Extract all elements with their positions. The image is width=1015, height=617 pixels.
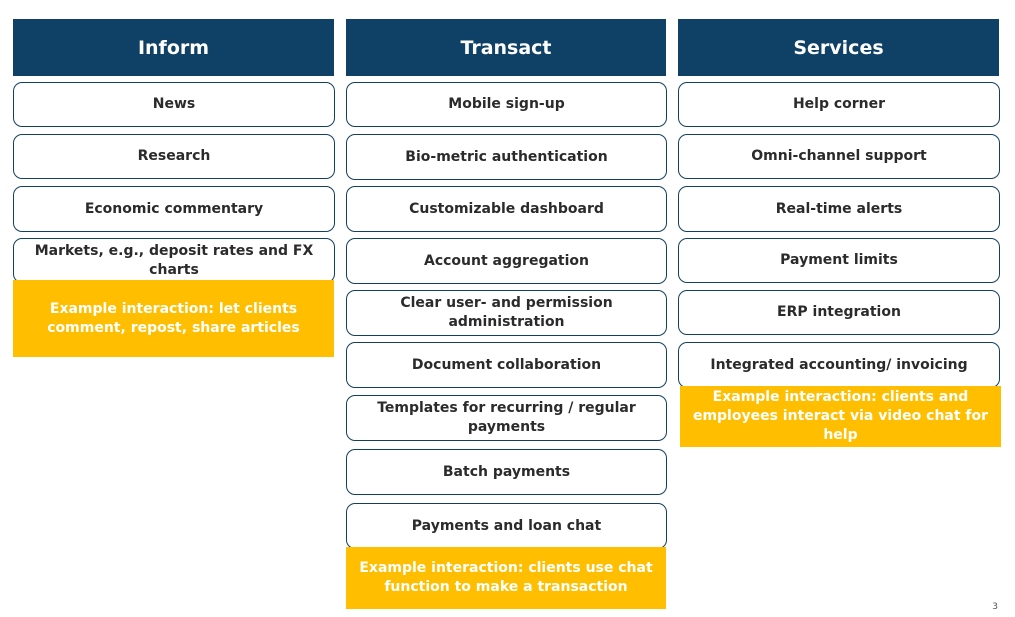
item-payments-loan-chat: Payments and loan chat — [346, 503, 667, 549]
item-account-aggregation: Account aggregation — [346, 238, 667, 284]
item-markets: Markets, e.g., deposit rates and FX char… — [13, 238, 335, 283]
column-header-inform: Inform — [13, 19, 334, 76]
item-omni-channel-support: Omni-channel support — [678, 134, 1000, 179]
column-header-transact: Transact — [346, 19, 666, 76]
column-header-services: Services — [678, 19, 999, 76]
item-payment-limits: Payment limits — [678, 238, 1000, 283]
item-customizable-dashboard: Customizable dashboard — [346, 186, 667, 232]
item-payment-templates: Templates for recurring / regular paymen… — [346, 395, 667, 441]
item-mobile-sign-up: Mobile sign-up — [346, 82, 667, 127]
example-interaction-inform: Example interaction: let clients comment… — [13, 280, 334, 357]
item-erp-integration: ERP integration — [678, 290, 1000, 335]
page-number: 3 — [992, 602, 998, 612]
item-batch-payments: Batch payments — [346, 449, 667, 495]
item-help-corner: Help corner — [678, 82, 1000, 127]
item-economic-commentary: Economic commentary — [13, 186, 335, 232]
item-news: News — [13, 82, 335, 127]
item-integrated-accounting: Integrated accounting/ invoicing — [678, 342, 1000, 388]
example-interaction-transact: Example interaction: clients use chat fu… — [346, 547, 666, 609]
item-research: Research — [13, 134, 335, 179]
item-real-time-alerts: Real-time alerts — [678, 186, 1000, 232]
item-biometric-authentication: Bio-metric authentication — [346, 134, 667, 180]
example-interaction-services: Example interaction: clients and employe… — [680, 386, 1001, 447]
item-user-permission-administration: Clear user- and permission administratio… — [346, 290, 667, 336]
item-document-collaboration: Document collaboration — [346, 342, 667, 388]
